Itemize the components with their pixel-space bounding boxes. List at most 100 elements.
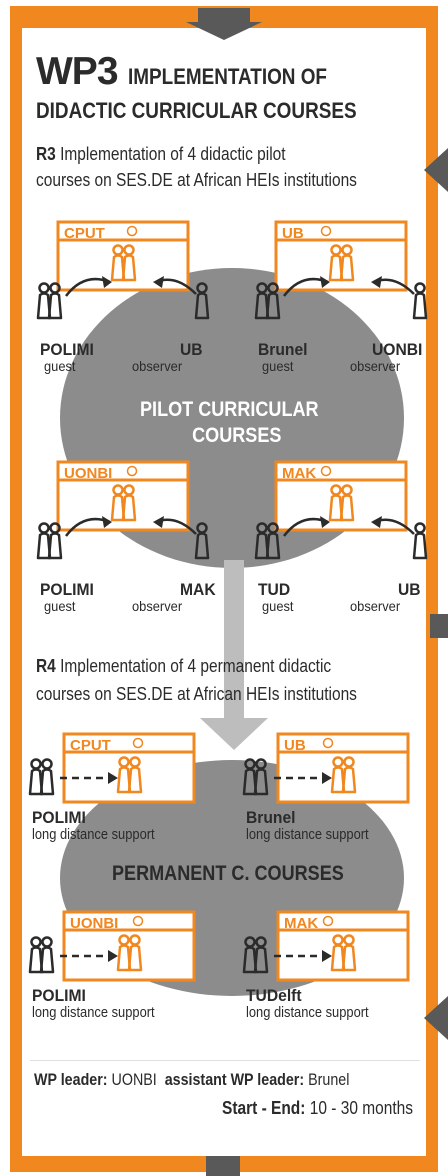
wp-title-line2: DIDACTIC CURRICULAR COURSES — [36, 98, 357, 123]
observer-person-icon — [412, 282, 428, 320]
person-icon — [28, 758, 44, 796]
students-icon — [330, 756, 357, 794]
wp-leader-label: WP leader: — [34, 1070, 108, 1089]
person-icon — [328, 244, 344, 282]
person-icon — [116, 934, 132, 972]
students-icon — [110, 484, 137, 522]
person-icon — [339, 244, 355, 282]
person-icon — [265, 522, 281, 560]
person-icon — [330, 756, 346, 794]
wp-leader-value: UONBI — [111, 1070, 157, 1089]
clock-icon — [322, 737, 334, 749]
clock-icon — [320, 225, 332, 237]
person-icon — [265, 282, 281, 320]
pilot-title-line1: PILOT CURRICULAR — [140, 398, 319, 421]
classroom-icon: CPUT — [62, 732, 196, 804]
observer-person-icon — [194, 522, 210, 560]
guest-role: guest — [262, 598, 294, 614]
support-arrow-head — [108, 950, 118, 962]
support-arrow-head — [108, 772, 118, 784]
person-icon — [110, 244, 126, 282]
person-icon — [341, 756, 357, 794]
observer-role: observer — [132, 598, 183, 614]
person-icon — [341, 934, 357, 972]
clock-icon — [126, 465, 138, 477]
supporter-name: POLIMI — [32, 986, 86, 1005]
person-icon — [47, 522, 63, 560]
person-icon — [242, 936, 258, 974]
guest-role: guest — [44, 358, 76, 374]
transition-arrow-shaft — [224, 560, 244, 720]
r3-text: Implementation of 4 didactic pilot — [60, 144, 286, 164]
r3-text-line2: courses on SES.DE at African HEIs instit… — [36, 170, 357, 190]
observer-name: MAK — [180, 580, 216, 599]
guest-arrow-head — [320, 516, 330, 528]
classroom-building — [276, 910, 410, 982]
person-icon — [28, 936, 44, 974]
students-icon — [116, 934, 143, 972]
support-type: long distance support — [246, 1004, 369, 1021]
observer-role: observer — [350, 358, 401, 374]
classroom-name: CPUT — [70, 737, 111, 754]
person-icon — [121, 244, 137, 282]
footer-separator — [30, 1060, 420, 1061]
students-icon — [330, 934, 357, 972]
support-type: long distance support — [246, 826, 369, 843]
observer-role: observer — [132, 358, 183, 374]
guest-role: guest — [44, 598, 76, 614]
guest-name: TUD — [258, 580, 291, 599]
person-icon — [328, 484, 344, 522]
clock-icon — [132, 737, 144, 749]
wp-leader-line: WP leader: UONBI assistant WP leader: Br… — [34, 1070, 349, 1090]
person-icon — [254, 282, 270, 320]
person-icon — [116, 756, 132, 794]
person-icon — [253, 936, 269, 974]
r4-label: R4 — [36, 656, 56, 676]
person-icon — [253, 758, 269, 796]
support-type: long distance support — [32, 1004, 155, 1021]
classroom-icon: UB — [276, 732, 410, 804]
guest-people-icon — [254, 282, 281, 320]
classroom-name: UB — [284, 737, 306, 754]
clock-icon — [322, 915, 334, 927]
transition-arrow-head — [200, 718, 268, 750]
observer-name: UB — [398, 580, 421, 599]
classroom-building — [62, 910, 196, 982]
support-arrow-head — [322, 772, 332, 784]
observer-arrow-head — [153, 276, 164, 288]
guest-arrow-head — [102, 516, 112, 528]
right-connector — [430, 614, 448, 638]
supporter-name: POLIMI — [32, 808, 86, 827]
classroom-name: UONBI — [70, 915, 118, 932]
r4-text-line2: courses on SES.DE at African HEIs instit… — [36, 684, 357, 704]
students-icon — [110, 244, 137, 282]
right-notch-arrow — [424, 148, 448, 192]
wp-title-line1: IMPLEMENTATION OF — [128, 64, 327, 89]
person-icon — [39, 758, 55, 796]
observer-name: UB — [180, 340, 203, 359]
supporter-people-icon — [28, 936, 55, 974]
observer-role: observer — [350, 598, 401, 614]
wp-code: WP3 — [36, 50, 119, 93]
classroom-name: MAK — [284, 915, 318, 932]
person-icon — [254, 522, 270, 560]
guest-name: POLIMI — [40, 580, 94, 599]
r3-label: R3 — [36, 144, 56, 164]
observer-arrow-head — [371, 276, 382, 288]
guest-arrow-head — [102, 276, 112, 288]
clock-icon — [132, 915, 144, 927]
period-value: 10 - 30 months — [309, 1098, 414, 1118]
classroom-icon: MAK — [276, 910, 410, 982]
observer-arrow-head — [371, 516, 382, 528]
clock-icon — [126, 225, 138, 237]
classroom-name: UB — [282, 225, 304, 242]
students-icon — [116, 756, 143, 794]
support-arrow-head — [322, 950, 332, 962]
observer-person-icon — [412, 522, 428, 560]
assistant-leader-value: Brunel — [308, 1070, 350, 1089]
